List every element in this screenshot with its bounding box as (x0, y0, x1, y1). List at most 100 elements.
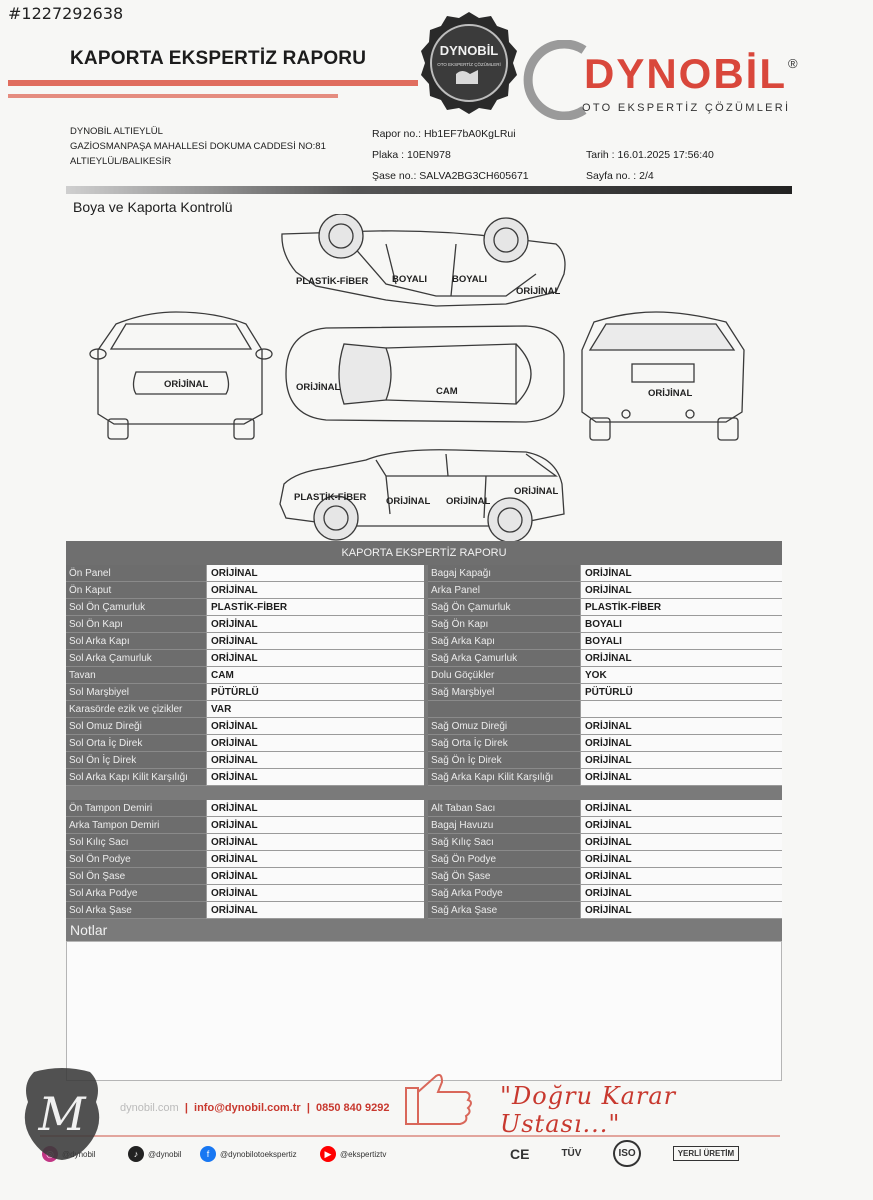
row-value: ORİJİNAL (206, 868, 424, 885)
row-value: BOYALI (580, 616, 782, 633)
dynobil-seal-logo: DYNOBİL OTO EKSPERTİZ ÇÖZÜMLERİ (421, 12, 517, 114)
row-value: ORİJİNAL (206, 885, 424, 902)
row-value: ORİJİNAL (580, 868, 782, 885)
registered-mark: ® (788, 56, 798, 71)
row-label: Sağ Kılıç Sacı (428, 834, 580, 851)
footer: dynobil.com | info@dynobil.com.tr | 0850… (40, 1060, 800, 1200)
footer-email[interactable]: info@dynobil.com.tr (194, 1102, 301, 1114)
row-label: Sağ Arka Kapı Kilit Karşılığı (428, 769, 580, 786)
row-label: Sağ Marşbiyel (428, 684, 580, 701)
row-label: Sol Ön Çamurluk (66, 599, 206, 616)
row-value: PLASTİK-FİBER (580, 599, 782, 616)
row-value: ORİJİNAL (206, 633, 424, 650)
tuv-mark: TÜV (561, 1148, 582, 1159)
date-meta: Tarih : 16.01.2025 17:56:40 Sayfa no. : … (586, 145, 714, 187)
document-title: KAPORTA EKSPERTİZ RAPORU (70, 48, 367, 69)
label-top-boyali-2: BOYALI (452, 274, 488, 285)
row-label: Sağ Orta İç Direk (428, 735, 580, 752)
label-side-orijinal-2: ORİJİNAL (446, 496, 491, 507)
thumbs-up-icon (405, 1073, 472, 1125)
row-value: VAR (206, 701, 424, 718)
row-label: Dolu Göçükler (428, 667, 580, 684)
chassis-number: Şase no.: SALVA2BG3CH605671 (372, 170, 529, 182)
row-value: ORİJİNAL (580, 851, 782, 868)
row-value: YOK (580, 667, 782, 684)
watermark-letter: M (37, 1087, 87, 1141)
listing-id: #1227292638 (8, 4, 124, 23)
row-value: BOYALI (580, 633, 782, 650)
row-value: ORİJİNAL (580, 582, 782, 599)
row-label: Sağ Ön Podye (428, 851, 580, 868)
row-label: Ön Tampon Demiri (66, 800, 206, 817)
svg-text:OTO EKSPERTİZ ÇÖZÜMLERİ: OTO EKSPERTİZ ÇÖZÜMLERİ (437, 61, 501, 67)
row-value: ORİJİNAL (580, 902, 782, 919)
row-label: Sol Arka Podye (66, 885, 206, 902)
car-side-view (279, 449, 565, 543)
row-label: Alt Taban Sacı (428, 800, 580, 817)
youtube-icon: ▶ (320, 1146, 336, 1162)
car-front-view (89, 311, 273, 440)
social-tiktok[interactable]: ♪ @dynobil (128, 1146, 181, 1162)
row-value: ORİJİNAL (580, 650, 782, 667)
row-value: ORİJİNAL (580, 752, 782, 769)
car-top-view (281, 213, 566, 307)
row-value: ORİJİNAL (580, 735, 782, 752)
ce-mark: CE (510, 1145, 530, 1162)
social-youtube[interactable]: ▶ @ekspertiztv (320, 1146, 386, 1162)
report-number: Rapor no.: Hb1EF7bA0KgLRui (372, 128, 516, 140)
row-value: ORİJİNAL (580, 565, 782, 582)
footer-line (40, 1135, 780, 1137)
row-value: ORİJİNAL (206, 834, 424, 851)
yerli-uretim-mark: YERLİ ÜRETİM (672, 1146, 740, 1161)
footer-phone[interactable]: 0850 840 9292 (316, 1102, 390, 1114)
watermark-logo: M (24, 1068, 100, 1160)
report-date: Tarih : 16.01.2025 17:56:40 (586, 149, 714, 161)
row-value: ORİJİNAL (206, 735, 424, 752)
label-side-orijinal-3: ORİJİNAL (514, 486, 559, 497)
title-underline (8, 80, 418, 98)
footer-website[interactable]: dynobil.com (120, 1102, 179, 1114)
header-separator (66, 186, 792, 194)
row-label: Sol Arka Kapı Kilit Karşılığı (66, 769, 206, 786)
row-value: ORİJİNAL (206, 616, 424, 633)
row-value: ORİJİNAL (580, 834, 782, 851)
row-value: ORİJİNAL (580, 800, 782, 817)
row-value: ORİJİNAL (206, 769, 424, 786)
certifications: CE TÜV ISO YERLİ ÜRETİM (510, 1140, 740, 1167)
row-label: Sağ Arka Podye (428, 885, 580, 902)
row-value: CAM (206, 667, 424, 684)
row-value: ORİJİNAL (580, 885, 782, 902)
label-side-orijinal-1: ORİJİNAL (386, 496, 431, 507)
social-facebook[interactable]: f @dynobilotoekspertiz (200, 1146, 297, 1162)
label-top-plastik: PLASTİK-FİBER (296, 276, 369, 287)
row-label: Ön Panel (66, 565, 206, 582)
row-value: ORİJİNAL (206, 582, 424, 599)
svg-text:DYNOBİL: DYNOBİL (440, 43, 499, 58)
label-top-orijinal: ORİJİNAL (516, 286, 561, 297)
row-label: Sağ Ön Kapı (428, 616, 580, 633)
car-rear-view (581, 311, 745, 441)
